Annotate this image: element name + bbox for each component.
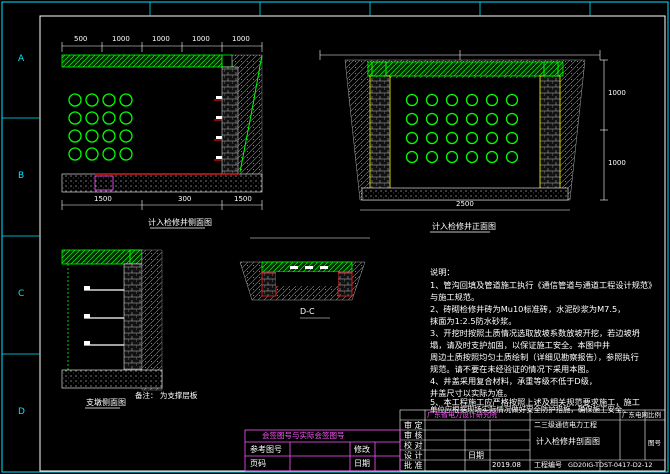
row-approve: 批 准	[404, 461, 423, 470]
front-section-view	[319, 50, 608, 233]
row-label-c: C	[18, 289, 25, 299]
dim-bottom-3: 1500	[234, 195, 252, 203]
note-line: 1、管沟回填及管道施工执行《通信管道与通道工程设计规范》	[430, 280, 657, 290]
note-line: 与施工规范。	[430, 292, 480, 302]
notes-title: 说明：	[430, 267, 455, 277]
number-label: 工程编号	[534, 461, 562, 469]
dim-top-3: 1000	[152, 35, 170, 43]
ref-col-revise: 修改	[354, 445, 370, 454]
project-name: 二三级通信电力工程	[534, 421, 597, 429]
dim-bottom-2: 300	[178, 195, 192, 203]
note-line: 5、本工程施工应严格按照上述及相关规范要求施工，施工	[430, 397, 640, 407]
ref-col-date: 日期	[354, 459, 370, 468]
row-design: 设 计	[404, 451, 423, 460]
note-line: 周边土质按照均匀土质绘制（详细见勘察报告），参照执行	[430, 352, 639, 362]
dim-front-bottom: 2500	[456, 200, 474, 208]
note-line: 抹面为1:2.5防水砂浆。	[430, 316, 517, 326]
front-view-title: 计入检修井正面图	[432, 222, 496, 231]
dim-top-5: 1000	[232, 35, 250, 43]
reference-table-frame	[244, 429, 401, 472]
note-line: 塌，请及时支护加固，以保证施工安全。本图中井	[430, 340, 611, 350]
ref-col-drawing: 参考图号	[250, 445, 282, 454]
scale-label: 比例	[648, 411, 661, 419]
row-check: 校 对	[404, 441, 423, 450]
dim-right-2: 1000	[608, 159, 626, 167]
dim-bottom-1: 1500	[94, 195, 112, 203]
pier-view-title: 支墩侧面图	[86, 398, 126, 407]
row-review: 审 核	[404, 431, 423, 440]
pier-view-note: 备注： 为支撑层板	[135, 391, 198, 400]
date-value: 2019.08	[492, 461, 521, 469]
note-line: 单位应根据现场实际情况做好安全防护措施，确保施工安全。	[430, 405, 630, 414]
design-company: 广东省电力设计研究院	[427, 411, 497, 419]
detail-view-label: D-C	[300, 307, 315, 316]
dim-top-4: 1000	[192, 35, 210, 43]
row-label-d: D	[18, 407, 25, 417]
row-label-b: B	[18, 171, 25, 181]
detail-section-view	[239, 237, 370, 319]
side-view-title: 计入检修井侧面图	[148, 218, 212, 227]
company-short: 广东电网	[622, 411, 648, 419]
drawing-title: 计入检修井剖面图	[536, 437, 600, 446]
dim-top-2: 1000	[112, 35, 130, 43]
drawing-number: GD20IG-TDST-0417-D2-12	[568, 461, 653, 469]
dim-top-1: 500	[74, 35, 88, 43]
ref-table-header: 会签图号与实际会签图号	[262, 431, 345, 440]
sheet-label: 图号	[648, 439, 661, 447]
pier-side-view	[61, 249, 163, 409]
note-line: 2、砖砌检修井砖为Mu10标准砖，水泥砂浆为M7.5，	[430, 304, 626, 314]
ref-col-page: 页码	[250, 459, 266, 468]
note-line: 规范。请不要在未经验证的情况下采用本图。	[430, 364, 594, 374]
note-line: 井盖尺寸以实际为准。	[430, 388, 512, 398]
row-approve-final: 审 定	[404, 421, 423, 430]
date-label: 日期	[468, 451, 484, 460]
dim-right-1: 1000	[608, 89, 626, 97]
note-line: 4、井盖采用复合材料，承重等级不低于D级，	[430, 376, 598, 386]
side-section-view	[61, 42, 263, 229]
note-line: 3、开挖时按照土质情况选取放坡系数放坡开挖，若边坡坍	[430, 328, 640, 338]
row-label-a: A	[18, 54, 25, 64]
